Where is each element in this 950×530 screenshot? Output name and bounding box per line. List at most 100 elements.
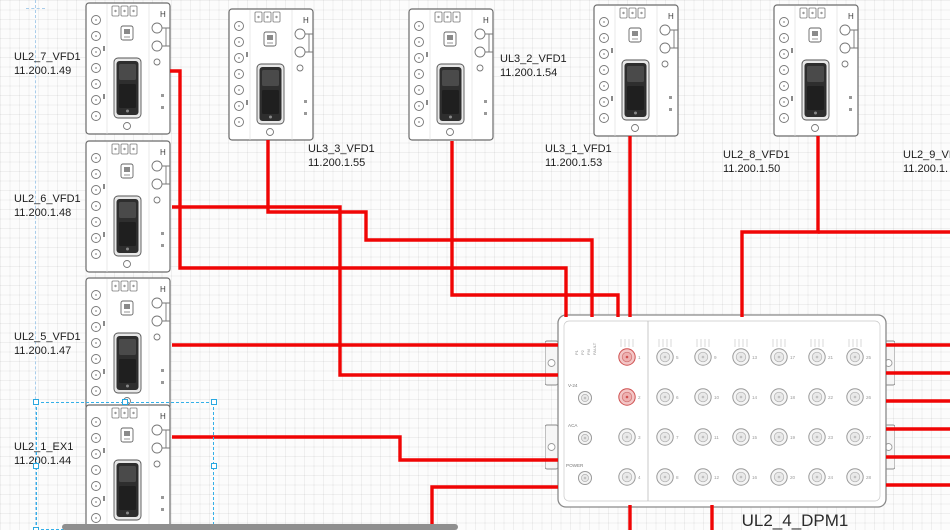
dpm-port: [732, 468, 750, 486]
device-name-text: UL2_8_VFD1: [723, 149, 790, 161]
dpm-port-number: 21: [828, 355, 834, 360]
dpm-port-number: 23: [828, 435, 834, 440]
wire-ul2-1-to-dpm[interactable]: [172, 435, 558, 462]
dpm-port-number: 26: [866, 395, 872, 400]
dpm-port: [732, 388, 750, 406]
dpm-port: [732, 428, 750, 446]
device-ul3-2-vfd1[interactable]: [408, 8, 494, 141]
dpm-port-number: 7: [676, 435, 679, 440]
device-name-text: UL2_1_EX1: [14, 441, 74, 453]
label-ul3-1-vfd1: UL3_1_VFD1 11.200.1.53: [545, 142, 612, 170]
dpm-port-number: 12: [714, 475, 720, 480]
dpm-port-number: 22: [828, 395, 834, 400]
label-ul2-6-vfd1: UL2_6_VFD1 11.200.1.48: [14, 192, 81, 220]
dpm-port: [578, 471, 592, 485]
dpm-port-number: 6: [676, 395, 679, 400]
device-name-text: UL2_7_VFD1: [14, 51, 81, 63]
dpm-port-number: 10: [714, 395, 720, 400]
device-name-text: UL2_5_VFD1: [14, 331, 81, 343]
dpm-port: [732, 348, 750, 366]
dpm-port-number: 24: [828, 475, 834, 480]
dpm-port: [694, 428, 712, 446]
horizontal-scrollbar-thumb[interactable]: [62, 524, 458, 530]
dpm-port: [656, 468, 674, 486]
dpm-port: [846, 428, 864, 446]
dpm-port: [808, 468, 826, 486]
dpm-port: [656, 348, 674, 366]
dpm-port: [694, 388, 712, 406]
dpm-port-number: 9: [714, 355, 717, 360]
device-name-text: UL3_2_VFD1: [500, 53, 567, 65]
label-ul2-1-ex1: UL2_1_EX1 11.200.1.44: [14, 440, 73, 468]
dpm-device-title: UL2_4_DPM1: [741, 511, 849, 530]
wire-dpm-lower-left[interactable]: [430, 485, 558, 530]
device-ip-text: 11.200.1.50: [723, 163, 781, 175]
selection-handle-sw[interactable]: [33, 527, 39, 530]
dpm-label-p1: P1: [574, 349, 579, 355]
dpm-label-aca: ACA: [568, 423, 578, 428]
dpm-port-number: 5: [676, 355, 679, 360]
dpm-label-p2: P2: [580, 349, 585, 355]
device-ip-text: 11.200.1.48: [14, 207, 72, 219]
dpm-port: [846, 388, 864, 406]
selection-handle-ne[interactable]: [211, 399, 217, 405]
dpm-port-number: 25: [866, 355, 872, 360]
wire-ul3-2-to-dpm[interactable]: [450, 141, 620, 317]
dpm-port-number: 13: [752, 355, 758, 360]
dpm-port: [618, 468, 636, 486]
dpm-port: [618, 428, 636, 446]
device-ip-text: 11.200.1.47: [14, 345, 72, 357]
wire-ul2-6-to-dpm[interactable]: [172, 205, 558, 377]
device-ul2-5-vfd1[interactable]: [85, 277, 171, 410]
dpm-port-number: 15: [752, 435, 758, 440]
wire-ul2-8-to-dpm[interactable]: [740, 136, 820, 317]
dpm-port: [770, 468, 788, 486]
dpm-port-number: 17: [790, 355, 796, 360]
dpm-port-highlighted: [618, 348, 636, 366]
selection-box[interactable]: [33, 399, 217, 530]
dpm-port: [770, 428, 788, 446]
wire-ul2-7-to-dpm[interactable]: [170, 69, 568, 317]
device-ip-text: 11.200.1.: [903, 163, 949, 175]
dpm-port-number: 1: [638, 355, 641, 360]
page-guide-horizontal: [26, 8, 45, 9]
dpm-port: [846, 348, 864, 366]
device-name-text: UL2_9_VFD: [903, 149, 950, 161]
wire-ul3-3-to-dpm[interactable]: [266, 140, 594, 317]
dpm-label-v24: V-24: [568, 383, 578, 388]
dpm-port: [694, 348, 712, 366]
device-ul3-1-vfd1[interactable]: [593, 4, 679, 137]
selection-handle-n[interactable]: [122, 399, 128, 405]
device-name-text: UL3_3_VFD1: [308, 143, 375, 155]
selection-handle-w[interactable]: [33, 463, 39, 469]
label-ul3-2-vfd1: UL3_2_VFD1 11.200.1.54: [500, 52, 567, 80]
device-ul2-7-vfd1[interactable]: [85, 2, 171, 135]
device-ul2-6-vfd1[interactable]: [85, 140, 171, 273]
dpm-port-number: 28: [866, 475, 872, 480]
dpm-port: [770, 348, 788, 366]
dpm-port: [578, 391, 592, 405]
dpm-port-number: 14: [752, 395, 758, 400]
dpm-port: [808, 428, 826, 446]
device-ul3-3-vfd1[interactable]: [228, 8, 314, 141]
device-ul2-8-vfd1[interactable]: [773, 4, 859, 137]
dpm-port: [846, 468, 864, 486]
vfd-module-graphic: [85, 2, 171, 135]
selection-handle-e[interactable]: [211, 463, 217, 469]
device-ip-text: 11.200.1.55: [308, 157, 366, 169]
dpm-body: [557, 314, 887, 508]
dpm-port-number: 4: [638, 475, 641, 480]
dpm-port-number: 18: [790, 395, 796, 400]
dpm-label-fm: FM: [586, 349, 591, 355]
dpm-port-number: 8: [676, 475, 679, 480]
device-ip-text: 11.200.1.44: [14, 455, 72, 467]
dpm-port: [808, 348, 826, 366]
dpm-port-number: 16: [752, 475, 758, 480]
vfd-module-graphic: [228, 8, 314, 141]
dpm-port-number: 11: [714, 435, 719, 440]
selection-handle-nw[interactable]: [33, 399, 39, 405]
dpm-port: [694, 468, 712, 486]
